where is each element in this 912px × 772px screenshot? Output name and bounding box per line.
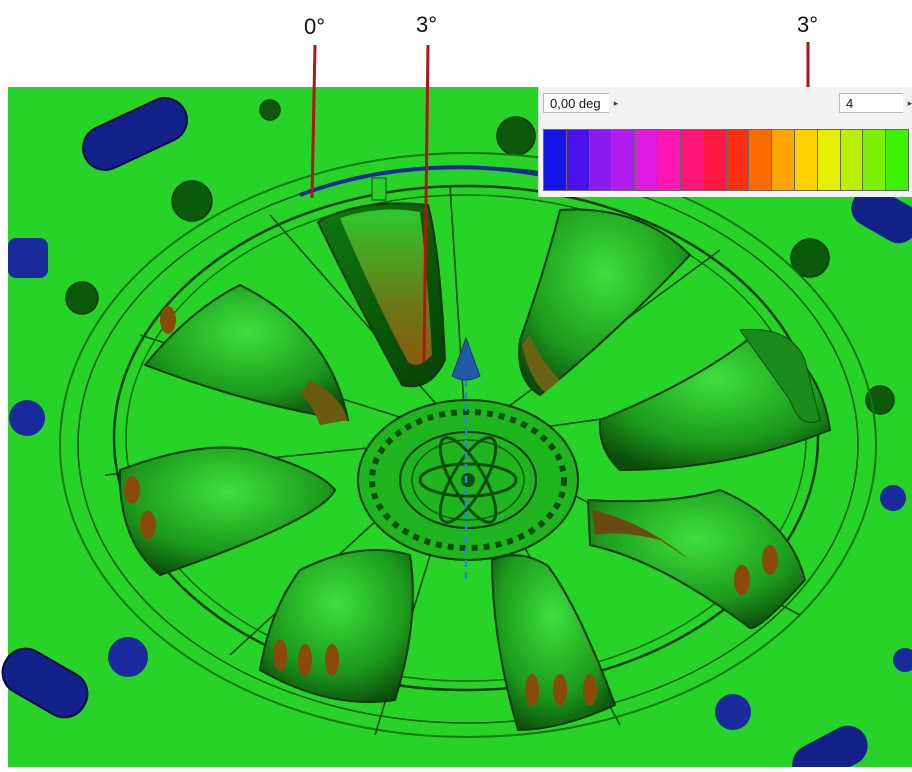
callout-0-degree: 0°: [304, 14, 326, 39]
pod-right: [598, 328, 832, 472]
color-swatch: [772, 130, 795, 190]
draft-color-scale: [543, 129, 909, 191]
callout-3-degree-center: 3°: [416, 12, 438, 37]
central-hub: [357, 399, 579, 561]
color-swatch: [703, 130, 727, 190]
color-swatch: [680, 130, 704, 190]
color-swatch: [589, 130, 613, 190]
color-swatch: [840, 130, 864, 190]
color-swatch: [886, 130, 908, 190]
draft-angle-field[interactable]: 0,00 deg: [543, 93, 615, 113]
color-count-field[interactable]: 4: [839, 93, 905, 113]
color-swatch: [817, 130, 841, 190]
color-swatch: [726, 130, 750, 190]
pod-top-right: [518, 208, 692, 397]
pod-left: [143, 283, 350, 425]
color-swatch: [749, 130, 773, 190]
color-count-spin-arrow-icon[interactable]: ▸: [903, 93, 912, 113]
axis-triad[interactable]: [451, 336, 481, 580]
color-swatch: [863, 130, 887, 190]
pod-bottom-left: [258, 549, 414, 703]
pod-bottom-right: [490, 554, 617, 732]
mold-pods: [118, 177, 832, 732]
color-swatch: [635, 130, 659, 190]
pod-right-lower: [586, 488, 807, 630]
mounting-holes: [65, 99, 895, 415]
insert-rings: [59, 152, 877, 738]
color-swatch: [612, 130, 636, 190]
draft-angle-spin-arrow-icon[interactable]: ▸: [609, 93, 623, 113]
color-swatch: [794, 130, 818, 190]
pod-top: [316, 177, 447, 388]
color-swatch: [566, 130, 590, 190]
color-swatch: [658, 130, 681, 190]
callout-3-degree-right: 3°: [797, 12, 819, 37]
color-swatch: [544, 130, 567, 190]
pod-left-lower: [118, 446, 337, 577]
draft-analysis-legend: 0,00 deg ▸ 4 ▸: [538, 87, 912, 197]
